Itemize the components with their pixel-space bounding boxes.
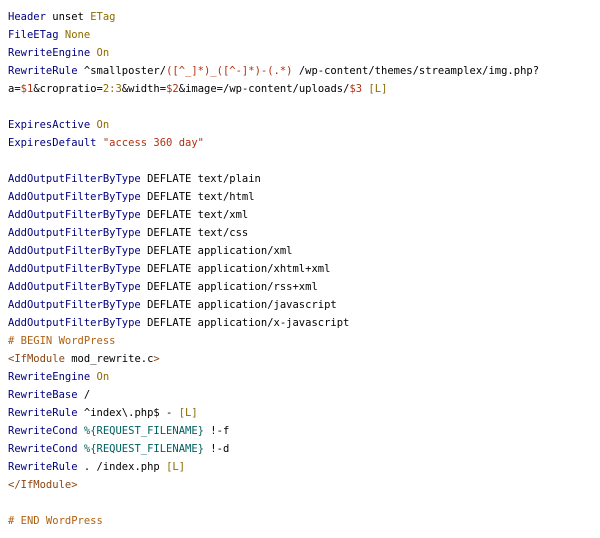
code-token: !-f (203, 425, 230, 437)
code-token: unset (45, 11, 91, 23)
code-token: DEFLATE application/x-javascript (140, 317, 350, 329)
code-token: AddOutputFilterByType (8, 227, 141, 239)
code-token: $1 (20, 83, 34, 95)
code-token: %{REQUEST_FILENAME} (83, 425, 204, 437)
code-token: mod_rewrite.c (64, 353, 154, 365)
code-line: RewriteCond %{REQUEST_FILENAME} !-f (8, 422, 594, 440)
code-line (8, 152, 594, 170)
code-line: RewriteBase / (8, 386, 594, 404)
code-token: RewriteRule (8, 461, 78, 473)
code-token: AddOutputFilterByType (8, 191, 141, 203)
code-token: &image=/wp-content/uploads/ (178, 83, 350, 95)
code-token: ^index\.php$ - (77, 407, 179, 419)
code-token: DEFLATE application/javascript (140, 299, 337, 311)
code-token: 2:3 (102, 83, 122, 95)
code-token: AddOutputFilterByType (8, 299, 141, 311)
code-token: !-d (203, 443, 230, 455)
code-token: DEFLATE text/xml (140, 209, 249, 221)
code-token: DEFLATE text/html (140, 191, 255, 203)
code-line: RewriteRule . /index.php [L] (8, 458, 594, 476)
code-line: # BEGIN WordPress (8, 332, 594, 350)
code-line: ExpiresActive On (8, 116, 594, 134)
code-token: ExpiresActive (8, 119, 91, 131)
code-token: ^smallposter/ (77, 65, 167, 77)
code-line: RewriteEngine On (8, 44, 594, 62)
code-token: [L] (166, 461, 186, 473)
code-token: ([^_]*)_([^-]*)-(.*) (166, 65, 293, 77)
code-token: DEFLATE application/rss+xml (140, 281, 318, 293)
code-line: AddOutputFilterByType DEFLATE text/css (8, 224, 594, 242)
code-token: # END WordPress (8, 515, 103, 527)
code-token: &width= (121, 83, 167, 95)
code-token: &cropratio= (33, 83, 103, 95)
code-token: </IfModule> (8, 479, 78, 491)
code-token: RewriteRule (8, 65, 78, 77)
code-token: RewriteEngine (8, 371, 91, 383)
code-line: </IfModule> (8, 476, 594, 494)
code-token: [L] (368, 83, 388, 95)
code-token: ExpiresDefault (8, 137, 97, 149)
code-line: ExpiresDefault "access 360 day" (8, 134, 594, 152)
code-token: . /index.php (77, 461, 167, 473)
code-line: <IfModule mod_rewrite.c> (8, 350, 594, 368)
code-line: AddOutputFilterByType DEFLATE applicatio… (8, 296, 594, 314)
code-token: /wp-content/themes/streamplex/img.php? (292, 65, 540, 77)
code-line: AddOutputFilterByType DEFLATE applicatio… (8, 314, 594, 332)
code-token: FileETag (8, 29, 59, 41)
code-line (8, 494, 594, 512)
code-token: On (96, 119, 110, 131)
code-line: RewriteCond %{REQUEST_FILENAME} !-d (8, 440, 594, 458)
code-token: [L] (178, 407, 198, 419)
code-token: Header (8, 11, 46, 23)
code-token: ETag (90, 11, 116, 23)
code-token: $3 (349, 83, 363, 95)
code-line: AddOutputFilterByType DEFLATE applicatio… (8, 278, 594, 296)
code-token: a= (8, 83, 21, 95)
code-token: RewriteEngine (8, 47, 91, 59)
code-token: AddOutputFilterByType (8, 281, 141, 293)
code-token: AddOutputFilterByType (8, 245, 141, 257)
code-token: RewriteRule (8, 407, 78, 419)
code-line: # END WordPress (8, 512, 594, 530)
code-token: # BEGIN WordPress (8, 335, 116, 347)
code-token: AddOutputFilterByType (8, 173, 141, 185)
code-token: On (96, 371, 110, 383)
code-token: %{REQUEST_FILENAME} (83, 443, 204, 455)
code-line: AddOutputFilterByType DEFLATE text/plain (8, 170, 594, 188)
code-token: On (96, 47, 110, 59)
code-token: AddOutputFilterByType (8, 209, 141, 221)
code-line: AddOutputFilterByType DEFLATE text/html (8, 188, 594, 206)
code-line: Header unset ETag (8, 8, 594, 26)
code-line: a=$1&cropratio=2:3&width=$2&image=/wp-co… (8, 80, 594, 98)
code-token: AddOutputFilterByType (8, 263, 141, 275)
code-token: / (77, 389, 91, 401)
code-token: None (64, 29, 91, 41)
code-line: RewriteEngine On (8, 368, 594, 386)
code-token: DEFLATE application/xml (140, 245, 293, 257)
code-token: DEFLATE text/css (140, 227, 249, 239)
code-token: "access 360 day" (102, 137, 204, 149)
code-line: RewriteRule ^index\.php$ - [L] (8, 404, 594, 422)
code-line: AddOutputFilterByType DEFLATE text/xml (8, 206, 594, 224)
code-token: DEFLATE application/xhtml+xml (140, 263, 331, 275)
code-token: <IfModule (8, 353, 65, 365)
code-token: DEFLATE text/plain (140, 173, 261, 185)
code-line (8, 98, 594, 116)
code-token: RewriteCond (8, 443, 78, 455)
code-line: AddOutputFilterByType DEFLATE applicatio… (8, 242, 594, 260)
code-token: > (153, 353, 160, 365)
code-token: RewriteBase (8, 389, 78, 401)
code-token: RewriteCond (8, 425, 78, 437)
code-token: AddOutputFilterByType (8, 317, 141, 329)
code-line: AddOutputFilterByType DEFLATE applicatio… (8, 260, 594, 278)
code-token: $2 (166, 83, 179, 95)
code-line: RewriteRule ^smallposter/([^_]*)_([^-]*)… (8, 62, 594, 80)
code-line: FileETag None (8, 26, 594, 44)
